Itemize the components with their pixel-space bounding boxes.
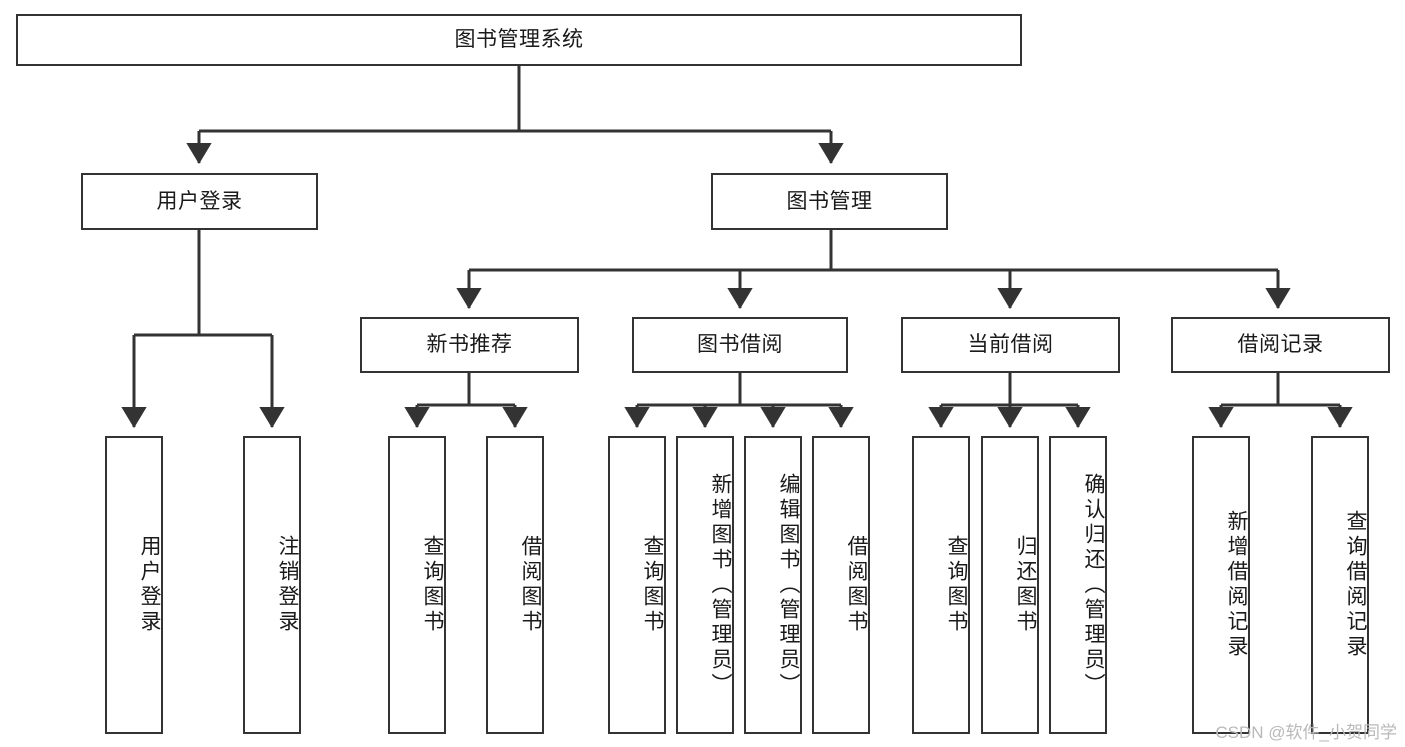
node-leaf-logout-label: 注销登录 <box>276 535 299 635</box>
watermark: CSDN @软件_小贺同学 <box>1215 723 1397 742</box>
node-current-borrow-label: 当前借阅 <box>967 333 1054 357</box>
node-leaf-newbook-borrow-label: 借阅图书 <box>519 535 542 635</box>
node-leaf-borrow-edit-label: 编辑图书（管理员） <box>777 472 800 698</box>
node-leaf-record-query[interactable]: 查询借阅记录 <box>1311 436 1369 734</box>
node-leaf-current-return[interactable]: 归还图书 <box>981 436 1039 734</box>
node-leaf-newbook-borrow[interactable]: 借阅图书 <box>486 436 544 734</box>
node-leaf-current-query[interactable]: 查询图书 <box>912 436 970 734</box>
node-current-borrow[interactable]: 当前借阅 <box>901 317 1120 373</box>
node-leaf-current-confirm[interactable]: 确认归还（管理员） <box>1049 436 1107 734</box>
node-leaf-borrow-add[interactable]: 新增图书（管理员） <box>676 436 734 734</box>
node-leaf-newbook-query-label: 查询图书 <box>421 535 444 635</box>
node-leaf-current-return-label: 归还图书 <box>1014 535 1037 635</box>
node-new-book-label: 新书推荐 <box>426 333 513 357</box>
node-leaf-borrow-do[interactable]: 借阅图书 <box>812 436 870 734</box>
node-leaf-record-query-label: 查询借阅记录 <box>1344 510 1367 660</box>
node-book-borrow[interactable]: 图书借阅 <box>632 317 848 373</box>
node-leaf-current-query-label: 查询图书 <box>945 535 968 635</box>
node-leaf-record-add[interactable]: 新增借阅记录 <box>1192 436 1250 734</box>
node-leaf-record-add-label: 新增借阅记录 <box>1225 510 1248 660</box>
node-book-manage-label: 图书管理 <box>786 189 873 213</box>
node-root[interactable]: 图书管理系统 <box>16 14 1022 66</box>
node-leaf-newbook-query[interactable]: 查询图书 <box>388 436 446 734</box>
node-borrow-record[interactable]: 借阅记录 <box>1171 317 1390 373</box>
node-leaf-borrow-do-label: 借阅图书 <box>845 535 868 635</box>
node-borrow-record-label: 借阅记录 <box>1237 333 1324 357</box>
node-book-borrow-label: 图书借阅 <box>697 333 783 357</box>
node-leaf-borrow-query-label: 查询图书 <box>641 535 664 635</box>
node-new-book[interactable]: 新书推荐 <box>360 317 579 373</box>
node-root-label: 图书管理系统 <box>454 28 584 52</box>
node-leaf-user-login-label: 用户登录 <box>138 535 161 635</box>
node-leaf-user-login[interactable]: 用户登录 <box>105 436 163 734</box>
node-user-login-label: 用户登录 <box>156 189 243 213</box>
node-leaf-current-confirm-label: 确认归还（管理员） <box>1082 472 1105 698</box>
node-book-manage[interactable]: 图书管理 <box>711 173 948 230</box>
node-leaf-borrow-edit[interactable]: 编辑图书（管理员） <box>744 436 802 734</box>
node-leaf-borrow-query[interactable]: 查询图书 <box>608 436 666 734</box>
node-leaf-borrow-add-label: 新增图书（管理员） <box>709 472 732 698</box>
node-user-login[interactable]: 用户登录 <box>81 173 318 230</box>
node-leaf-logout[interactable]: 注销登录 <box>243 436 301 734</box>
